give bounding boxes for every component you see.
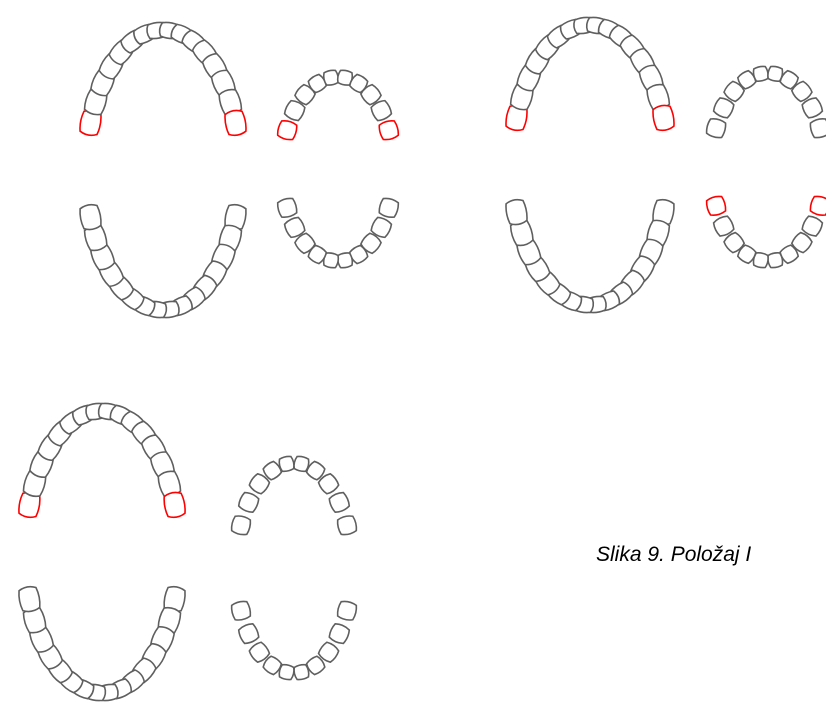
permanent-arch-3	[18, 402, 186, 702]
highlighted-tooth	[276, 120, 298, 141]
diagram-1	[79, 21, 400, 319]
tooth	[360, 83, 382, 106]
tooth	[293, 663, 310, 681]
tooth	[18, 585, 41, 613]
tooth	[328, 622, 351, 645]
diagram-3	[18, 402, 358, 702]
permanent-arch-2	[505, 16, 675, 314]
tooth	[79, 203, 102, 231]
tooth	[262, 655, 283, 676]
tooth	[230, 600, 252, 621]
tooth	[305, 460, 326, 481]
tooth	[294, 232, 316, 255]
tooth	[790, 80, 813, 103]
deciduous-arch-2	[705, 65, 826, 269]
tooth	[278, 455, 295, 473]
tooth	[801, 215, 824, 237]
tooth	[767, 252, 784, 269]
tooth	[248, 472, 271, 495]
highlighted-tooth	[652, 104, 675, 132]
tooth	[370, 99, 393, 122]
figure-caption: Slika 9. Položaj I	[596, 543, 752, 566]
tooth	[505, 198, 528, 226]
tooth	[809, 118, 826, 139]
tooth	[237, 491, 260, 514]
tooth	[752, 65, 769, 82]
tooth	[248, 641, 271, 664]
tooth	[237, 622, 260, 645]
tooth	[801, 97, 824, 119]
permanent-arch-1	[79, 21, 247, 319]
tooth	[276, 197, 298, 218]
tooth	[705, 118, 727, 139]
highlighted-tooth	[163, 491, 186, 519]
tooth	[336, 600, 358, 621]
tooth	[336, 252, 354, 269]
tooth	[328, 491, 351, 514]
deciduous-arch-3	[230, 455, 358, 681]
tooth	[322, 69, 340, 86]
tooth	[317, 472, 340, 495]
tooth	[230, 515, 252, 536]
tooth	[723, 231, 746, 254]
highlighted-tooth	[809, 195, 826, 216]
tooth	[378, 197, 400, 218]
tooth	[283, 99, 306, 122]
highlighted-tooth	[705, 195, 727, 216]
tooth	[370, 216, 393, 239]
diagram-2	[505, 16, 826, 314]
highlighted-tooth	[378, 120, 400, 141]
tooth	[336, 515, 358, 536]
tooth	[712, 215, 735, 237]
tooth	[283, 216, 306, 239]
tooth	[317, 641, 340, 664]
deciduous-arch-1	[276, 69, 400, 269]
highlighted-tooth	[224, 109, 247, 137]
tooth	[712, 97, 735, 119]
